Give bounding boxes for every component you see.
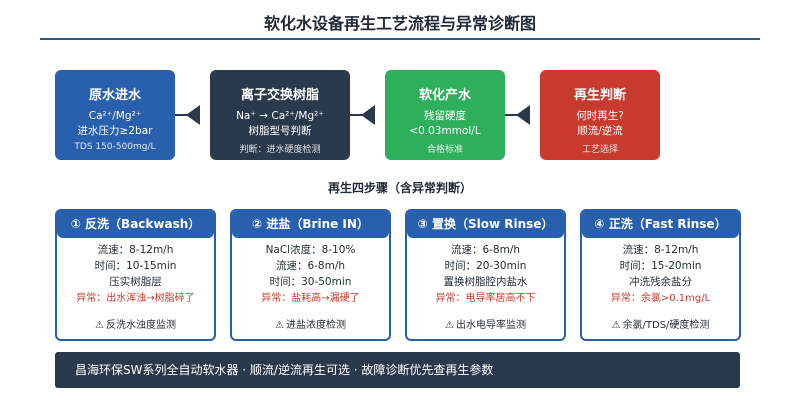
warning-icon: ⚠ <box>611 320 621 331</box>
flow-box-note: TDS 150-500mg/L <box>74 142 156 152</box>
step-line: NaCl浓度：8-10% <box>265 244 356 256</box>
footer-bar: 昌海环保SW系列全自动软水器 · 顺流/逆流再生可选 · 故障诊断优先查再生参数 <box>55 352 740 388</box>
flow-box-note: 判断：进水硬度检测 <box>239 145 321 155</box>
diagram-title: 软化水设备再生工艺流程与异常诊断图 <box>263 14 536 33</box>
step-line: 时间：20-30min <box>444 260 527 272</box>
step-header: ② 进盐（Brine IN） <box>232 211 389 238</box>
step-line: 压实树脂层 <box>109 276 162 288</box>
step-alert: 异常：电导率居高不下 <box>435 293 536 304</box>
flow-box-line: 顺流/逆流 <box>577 125 623 137</box>
warning-icon: ⚠ <box>445 320 454 331</box>
flow-box-raw-water: 原水进水 Ca²⁺/Mg²⁺ 进水压力≥2bar TDS 150-500mg/L <box>55 70 175 160</box>
left-arrow-icon <box>516 105 530 125</box>
flow-box-note: 工艺选择 <box>581 145 618 155</box>
step-monitor-text: 进盐浓度检测 <box>285 320 346 331</box>
flow-box-line: 树脂型号判断 <box>248 125 312 137</box>
left-arrow-icon <box>186 105 200 125</box>
step-line: 置换树脂腔内盐水 <box>443 276 528 288</box>
step-monitor-text: 反洗水浊度监测 <box>105 320 176 331</box>
flow-box-line: 何时再生? <box>576 110 624 122</box>
step-card-brine-in: ② 进盐（Brine IN） NaCl浓度：8-10% 流速：6-8m/h 时间… <box>230 209 391 341</box>
warning-icon: ⚠ <box>275 320 284 331</box>
step-monitor: ⚠出水电导率监测 <box>407 316 564 331</box>
step-header: ③ 置换（Slow Rinse） <box>407 211 564 238</box>
flow-box-note: 合格标准 <box>426 145 463 155</box>
step-card-slow-rinse: ③ 置换（Slow Rinse） 流速：6-8m/h 时间：20-30min 置… <box>405 209 566 341</box>
step-monitor: ⚠余氯/TDS/硬度检测 <box>582 316 739 331</box>
flow-box-soft-water: 软化产水 残留硬度 <0.03mmol/L 合格标准 <box>385 70 505 160</box>
step-line: 流速：8-12m/h <box>97 244 174 256</box>
flow-box-line: Na⁺ → Ca²⁺/Mg²⁺ <box>236 110 324 122</box>
step-line: 流速：6-8m/h <box>450 244 521 256</box>
left-arrow-icon <box>361 105 375 125</box>
step-monitor: ⚠反洗水浊度监测 <box>57 316 214 331</box>
flow-box-line: <0.03mmol/L <box>409 125 481 137</box>
flow-box-ion-exchange: 离子交换树脂 Na⁺ → Ca²⁺/Mg²⁺ 树脂型号判断 判断：进水硬度检测 <box>210 70 350 160</box>
step-header: ① 反洗（Backwash） <box>57 211 214 238</box>
flow-box-title: 软化产水 <box>418 88 471 103</box>
flow-box-title: 离子交换树脂 <box>240 88 319 103</box>
step-line: 时间：10-15min <box>94 260 177 272</box>
flow-box-title: 原水进水 <box>88 88 141 103</box>
warning-icon: ⚠ <box>95 320 104 331</box>
step-line: 流速：8-12m/h <box>622 244 699 256</box>
step-monitor-text: 出水电导率监测 <box>455 320 526 331</box>
step-monitor: ⚠进盐浓度检测 <box>232 316 389 331</box>
flow-box-line: Ca²⁺/Mg²⁺ <box>88 110 142 122</box>
step-line: 时间：15-20min <box>619 260 702 272</box>
flow-box-title: 再生判断 <box>573 88 626 103</box>
step-monitor-text: 余氯/TDS/硬度检测 <box>622 320 710 331</box>
step-card-backwash: ① 反洗（Backwash） 流速：8-12m/h 时间：10-15min 压实… <box>55 209 216 341</box>
step-alert: 异常：出水浑浊→树脂碎了 <box>76 293 195 304</box>
step-header: ④ 正洗（Fast Rinse） <box>582 211 739 238</box>
step-alert: 异常：余氯>0.1mg/L <box>610 293 711 304</box>
flow-arrow-shaft <box>350 114 364 116</box>
step-line: 流速：6-8m/h <box>275 260 346 272</box>
title-divider <box>40 38 760 40</box>
steps-heading: 再生四步骤（含异常判断） <box>327 181 472 195</box>
flow-box-line: 进水压力≥2bar <box>77 125 153 137</box>
flow-box-line: 残留硬度 <box>424 110 466 122</box>
flow-arrow-shaft <box>505 114 519 116</box>
step-card-fast-rinse: ④ 正洗（Fast Rinse） 流速：8-12m/h 时间：15-20min … <box>580 209 741 341</box>
step-alert: 异常：盐耗高→漏硬了 <box>261 293 360 304</box>
flow-arrow-shaft <box>175 114 189 116</box>
step-line: 时间：30-50min <box>269 276 352 288</box>
flow-box-regeneration: 再生判断 何时再生? 顺流/逆流 工艺选择 <box>540 70 660 160</box>
step-line: 冲洗残余盐分 <box>629 276 692 288</box>
